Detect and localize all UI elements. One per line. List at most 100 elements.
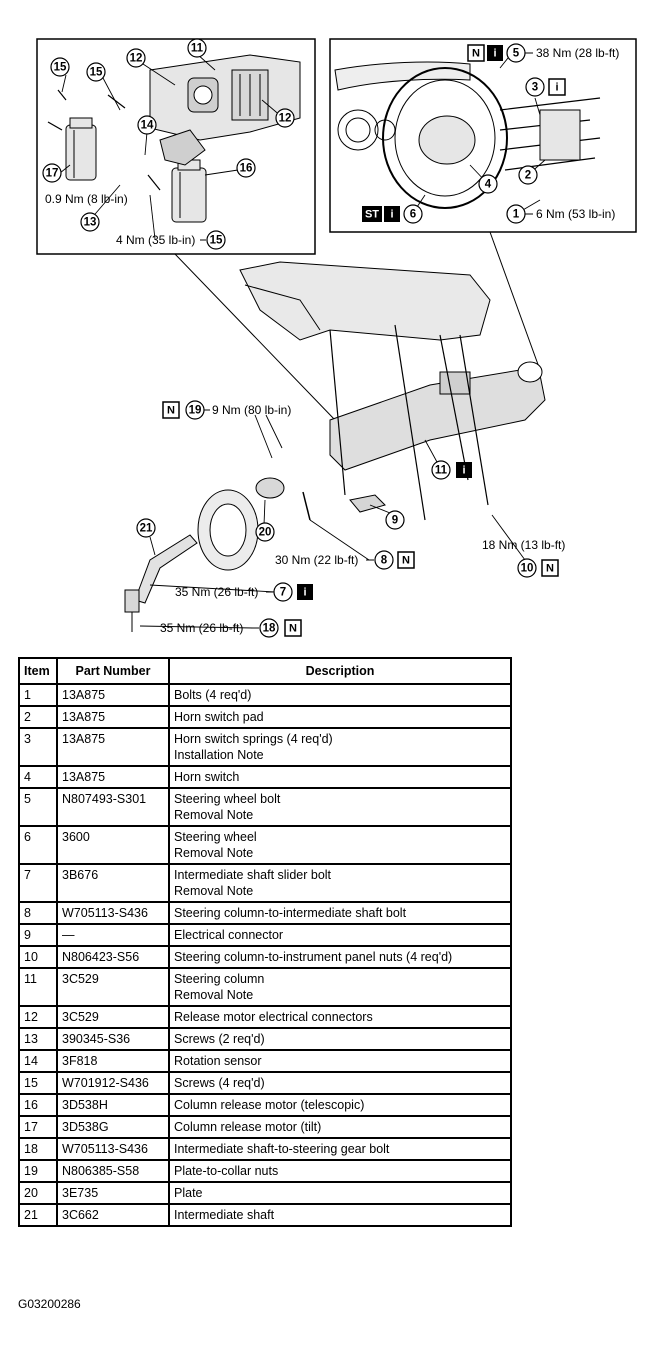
left-inset-frame (36, 38, 316, 255)
callout-19: N 19 9 Nm (80 lb-in) (162, 400, 291, 420)
svg-text:10: 10 (521, 563, 534, 575)
item-cell: 16 (18, 1093, 58, 1117)
svg-text:7: 7 (280, 587, 286, 599)
part-number-cell: N806423-S56 (56, 945, 170, 969)
item-cell: 1 (18, 683, 58, 707)
torque-label: 6 Nm (53 lb-in) (536, 207, 615, 221)
inset-screws (47, 89, 161, 191)
part-number-cell: 3F818 (56, 1049, 170, 1073)
callout-circle (126, 48, 146, 68)
description-cell: Horn switch (168, 765, 512, 789)
item-cell: 14 (18, 1049, 58, 1073)
svg-text:14: 14 (141, 120, 154, 132)
callout-16: 16 (236, 158, 256, 178)
description-line: Removal Note (174, 808, 254, 822)
description-cell: Plate (168, 1181, 512, 1205)
torque-label: 4 Nm (35 lb-in) (116, 233, 195, 247)
part-number-cell: 3C529 (56, 1005, 170, 1029)
description-line: Column release motor (tilt) (174, 1120, 322, 1134)
description-line: Release motor electrical connectors (174, 1010, 373, 1024)
collar-plate-drawing (197, 477, 285, 571)
description-line: Bolts (4 req'd) (174, 688, 252, 702)
callout-circle (478, 174, 498, 194)
svg-text:2: 2 (525, 170, 531, 182)
instrument-panel-bracket-drawing (239, 261, 491, 341)
item-cell: 2 (18, 705, 58, 729)
description-cell: Rotation sensor (168, 1049, 512, 1073)
intermediate-shaft-drawing (124, 534, 198, 632)
description-line: Steering wheel (174, 830, 257, 844)
item-cell: 10 (18, 945, 58, 969)
svg-text:4: 4 (485, 179, 492, 191)
description-line: Removal Note (174, 988, 254, 1002)
description-line: Electrical connector (174, 928, 284, 942)
description-cell: Steering column-to-instrument panel nuts… (168, 945, 512, 969)
description-cell: Release motor electrical connectors (168, 1005, 512, 1029)
part-number-cell: W705113-S436 (56, 1137, 170, 1161)
inset-leader-right (489, 231, 541, 371)
callout-11a: 11 (187, 38, 207, 58)
description-cell: Bolts (4 req'd) (168, 683, 512, 707)
torque-label: 30 Nm (22 lb-ft) (275, 553, 358, 567)
item-cell: 3 (18, 727, 58, 767)
steering-column-exploded-diagram: N i 5 38 Nm (28 lb-ft) 3 i 2 4 ST i 6 1 … (36, 38, 637, 638)
description-line: Plate-to-collar nuts (174, 1164, 279, 1178)
svg-text:6: 6 (410, 209, 416, 221)
steering-wheel-drawing (382, 67, 508, 209)
description-line: Steering wheel bolt (174, 792, 281, 806)
callout-5: N i 5 38 Nm (28 lb-ft) (467, 43, 619, 63)
description-line: Horn switch springs (4 req'd) (174, 732, 333, 746)
description-cell: Intermediate shaft-to-steering gear bolt (168, 1137, 512, 1161)
badge-n (284, 619, 302, 637)
description-line: Steering column-to-intermediate shaft bo… (174, 906, 407, 920)
header-description: Description (168, 657, 512, 685)
badge-info (297, 584, 313, 600)
description-line: Screws (4 req'd) (174, 1076, 265, 1090)
table-row: 9—Electrical connector (18, 923, 512, 947)
badge-n (541, 559, 559, 577)
callout-4: 4 (478, 174, 498, 194)
torque-label: 18 Nm (13 lb-ft) (482, 538, 565, 552)
callout-circle (136, 518, 156, 538)
part-number-cell: 3B676 (56, 863, 170, 903)
part-number-cell: 13A875 (56, 683, 170, 707)
description-cell: Plate-to-collar nuts (168, 1159, 512, 1183)
description-line: Removal Note (174, 884, 254, 898)
figure-id: G03200286 (18, 1297, 81, 1311)
description-line: Column release motor (telescopic) (174, 1098, 365, 1112)
part-number-cell: 3E735 (56, 1181, 170, 1205)
steering-column-drawing (329, 369, 546, 471)
svg-text:19: 19 (189, 405, 202, 417)
svg-text:16: 16 (240, 163, 253, 175)
part-number-cell: N806385-S58 (56, 1159, 170, 1183)
part-number-cell: 3D538G (56, 1115, 170, 1139)
callout-21: 21 (136, 518, 156, 538)
svg-text:N: N (472, 48, 480, 60)
callout-13: 0.9 Nm (8 lb-in) 13 (45, 192, 128, 232)
description-line: Steering column (174, 972, 265, 986)
description-cell: Column release motor (tilt) (168, 1115, 512, 1139)
gauge-cluster (337, 109, 379, 151)
item-cell: 4 (18, 765, 58, 789)
svg-text:1: 1 (513, 209, 520, 221)
description-line: Rotation sensor (174, 1054, 262, 1068)
callout-1: 1 6 Nm (53 lb-in) (506, 204, 615, 224)
callout-20: 20 (255, 522, 275, 542)
part-number-cell: N807493-S301 (56, 787, 170, 827)
part-number-cell: — (56, 923, 170, 947)
svg-text:i: i (303, 587, 306, 599)
callout-12a: 12 (126, 48, 146, 68)
svg-text:13: 13 (84, 217, 97, 229)
item-cell: 20 (18, 1181, 58, 1205)
header-item: Item (18, 657, 58, 685)
